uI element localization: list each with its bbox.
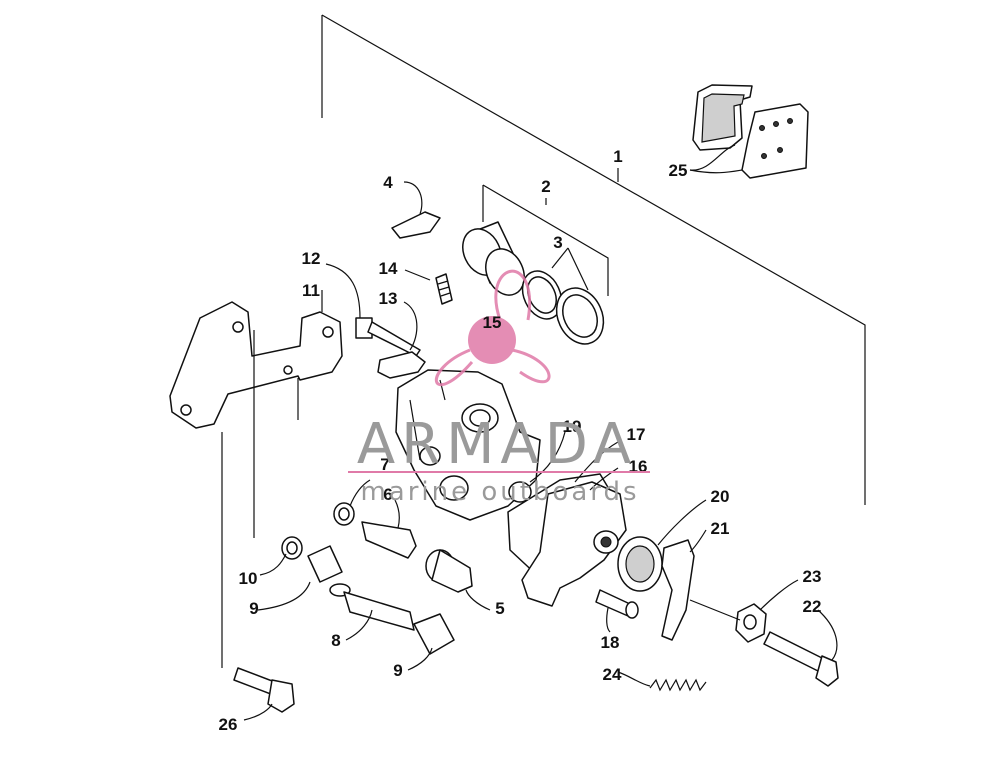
callout-23: 23: [803, 567, 822, 586]
callout-7: 7: [380, 455, 389, 474]
bleeder-screw: [404, 269, 453, 305]
callout-20: 20: [711, 487, 730, 506]
slide-pins-and-bushings: [253, 330, 491, 671]
callout-21: 21: [711, 519, 730, 538]
callout-17: 17: [627, 425, 646, 444]
callout-24: 24: [603, 665, 622, 684]
brake-pads: [689, 84, 809, 179]
callout-3: 3: [553, 233, 562, 252]
watermark-tagline: marine outboards: [360, 477, 639, 507]
callout-25: 25: [669, 161, 688, 180]
callout-8: 8: [331, 631, 340, 650]
callout-4: 4: [383, 173, 393, 192]
lever-housing: [507, 431, 627, 607]
caliper-body: [395, 369, 541, 521]
callout-18: 18: [601, 633, 620, 652]
callout-11: 11: [302, 281, 320, 300]
watermark-brand: ARMADA: [357, 412, 637, 477]
callout-9: 9: [393, 661, 402, 680]
callout-22: 22: [803, 597, 822, 616]
callout-1: 1: [613, 147, 622, 166]
mounting-bracket: [169, 290, 343, 429]
callout-14: 14: [379, 259, 398, 278]
callout-labels: 1234567899101112131415161718192021222324…: [219, 147, 822, 734]
assembly-frame-lines: [321, 14, 866, 505]
callout-26: 26: [219, 715, 238, 734]
callout-12: 12: [302, 249, 321, 268]
callout-10: 10: [239, 569, 258, 588]
callout-6: 6: [383, 485, 392, 504]
return-spring: [617, 671, 707, 692]
callout-15: 15: [483, 313, 502, 332]
lever-bolt: [595, 589, 639, 633]
mounting-bolt: [221, 432, 295, 721]
callout-5: 5: [495, 599, 504, 618]
callout-2: 2: [541, 177, 550, 196]
cam-lever: [617, 499, 707, 641]
callout-13: 13: [379, 289, 398, 308]
slide-bolt-and-retainer: [325, 263, 426, 379]
callout-9: 9: [249, 599, 258, 618]
nut-and-bolt: [689, 579, 839, 687]
pad-clip: [391, 181, 441, 239]
armada-logo: [434, 269, 551, 386]
callout-19: 19: [563, 417, 582, 436]
